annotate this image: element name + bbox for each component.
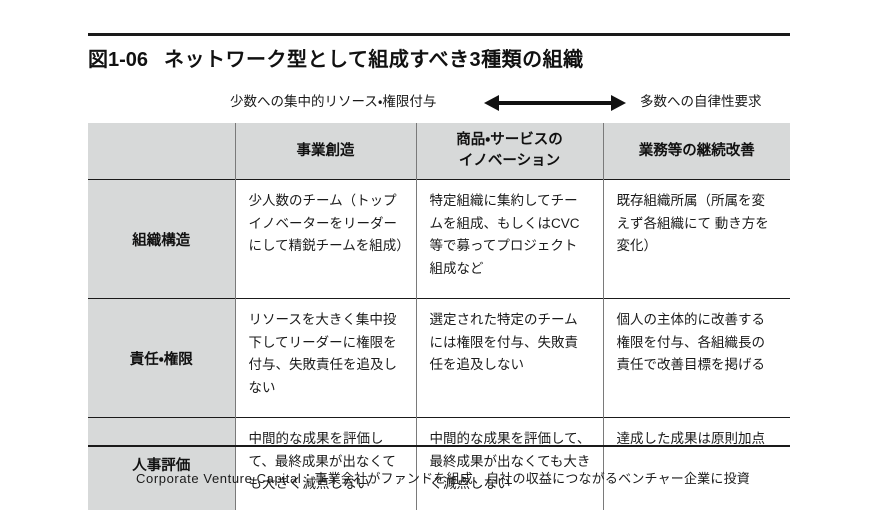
row-header-hr-evaluation: 人事評価	[88, 418, 235, 510]
table-header-row: 事業創造 商品・サービスのイノベーション 業務等の継続改善	[88, 123, 790, 180]
footnote: Corporate Venture Capital：事業会社がファンドを組成、自…	[136, 470, 891, 488]
axis-label-left: 少数への集中的リソース・権限付与	[230, 93, 436, 111]
cell-structure-innovation: 特定組織に集約してチームを組成、もしくはCVC 等で募ってプロジェクト組成など	[416, 180, 603, 299]
column-header-product-service-innovation: 商品・サービスのイノベーション	[416, 123, 603, 180]
cell-evaluation-improvement: 達成した成果は原則加点	[603, 418, 790, 510]
cell-evaluation-innovation: 中間的な成果を評価して、最終成果が出なくても大きく減点しない	[416, 418, 603, 510]
row-header-organization-structure: 組織構造	[88, 180, 235, 299]
double-headed-arrow-icon	[484, 95, 626, 111]
title-top-rule	[88, 33, 790, 36]
cell-authority-improvement: 個人の主体的に改善する 権限を付与、各組織長の 責任で改善目標を掲げる	[603, 299, 790, 418]
axis-label-right: 多数への自律性要求	[640, 93, 762, 111]
column-header-line-1: 商品・サービスの	[417, 130, 603, 151]
arrow-shaft	[496, 101, 614, 105]
footnote-term: Corporate Venture Capital	[136, 471, 301, 486]
cell-authority-innovation: 選定された特定のチームには権限を付与、失敗責任を追及しない	[416, 299, 603, 418]
table-row: 組織構造 少人数のチーム（トップイノベーターをリーダー にして精鋭チームを組成）…	[88, 180, 790, 299]
axis-annotation: 少数への集中的リソース・権限付与 多数への自律性要求	[88, 91, 790, 115]
row-header-responsibility-authority: 責任・権限	[88, 299, 235, 418]
cell-evaluation-business-creation: 中間的な成果を評価して、最終成果が出なくても大きく減点しない	[235, 418, 416, 510]
table-corner-cell	[88, 123, 235, 180]
footnote-description: 事業会社がファンドを組成、自社の収益につながるベンチャー企業に投資	[315, 471, 750, 486]
comparison-table: 事業創造 商品・サービスのイノベーション 業務等の継続改善 組織構造 少人数のチ…	[88, 123, 790, 510]
cell-authority-business-creation: リソースを大きく集中投下してリーダーに権限を付与、失敗責任を追及しない	[235, 299, 416, 418]
footnote-separator: ：	[301, 471, 314, 486]
figure-title-text: ネットワーク型として組成すべき3種類の組織	[164, 49, 584, 71]
table-bottom-rule	[88, 445, 790, 447]
table-row: 責任・権限 リソースを大きく集中投下してリーダーに権限を付与、失敗責任を追及しな…	[88, 299, 790, 418]
arrow-head-right	[611, 95, 626, 111]
column-header-business-creation: 事業創造	[235, 123, 416, 180]
page-title: 図1-06 ネットワーク型として組成すべき3種類の組織	[88, 43, 808, 72]
table-row: 人事評価 中間的な成果を評価して、最終成果が出なくても大きく減点しない 中間的な…	[88, 418, 790, 510]
column-header-line-2: イノベーション	[417, 151, 603, 172]
column-header-continuous-improvement: 業務等の継続改善	[603, 123, 790, 180]
cell-structure-improvement: 既存組織所属（所属を変えず各組織にて 動き方を変化）	[603, 180, 790, 299]
cell-structure-business-creation: 少人数のチーム（トップイノベーターをリーダー にして精鋭チームを組成）	[235, 180, 416, 299]
figure-number: 図1-06	[88, 49, 148, 71]
